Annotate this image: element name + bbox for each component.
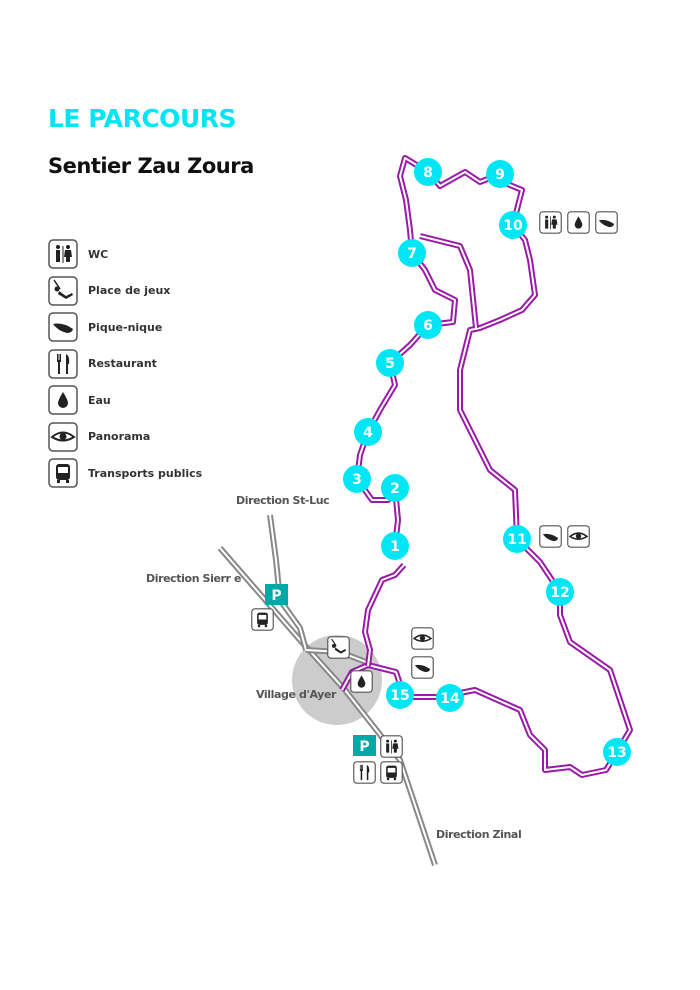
stop-number: 1 <box>390 539 400 555</box>
picnic-icon <box>596 212 617 233</box>
stop-number: 13 <box>607 745 626 761</box>
restaurant-icon <box>354 762 375 783</box>
legend-item-panorama: Panorama <box>48 419 202 456</box>
stop-marker-4: 4 <box>354 418 382 446</box>
stop-circle <box>486 160 514 188</box>
legend-item-water: Eau <box>48 382 202 419</box>
stop-marker-10: 10 <box>499 211 527 239</box>
stop-number: 3 <box>352 472 362 488</box>
route-branch <box>419 235 477 329</box>
svg-text:P: P <box>359 739 369 755</box>
legend-label: Transports publics <box>88 466 203 480</box>
stop-number: 2 <box>390 481 400 497</box>
stop-marker-3: 3 <box>343 465 371 493</box>
stop-number: 5 <box>385 356 395 372</box>
stop-marker-1: 1 <box>381 532 409 560</box>
stop-circle <box>414 158 442 186</box>
stop-marker-9: 9 <box>486 160 514 188</box>
bus-icon <box>252 609 273 630</box>
stop-marker-11: 11 <box>503 525 531 553</box>
stop-number: 4 <box>363 425 373 441</box>
stop-marker-2: 2 <box>381 474 409 502</box>
stop-circle <box>436 684 464 712</box>
legend-item-bus: Transports publics <box>48 455 202 492</box>
water-icon <box>568 212 589 233</box>
legend-label: WC <box>88 247 109 261</box>
panorama-icon <box>412 628 433 649</box>
trail-name: Sentier Zau Zoura <box>48 154 254 178</box>
label-direction-st-luc: Direction St-Luc <box>236 494 329 507</box>
label-direction-sierre: Direction Sierr e <box>146 572 241 585</box>
stop-circle <box>376 349 404 377</box>
stop-circle <box>414 311 442 339</box>
legend-label: Restaurant <box>88 357 157 371</box>
stop-circle <box>603 738 631 766</box>
label-direction-zinal: Direction Zinal <box>436 828 521 841</box>
playground-icon <box>328 637 349 658</box>
page-title: LE PARCOURS <box>48 104 237 133</box>
stop-circle <box>386 681 414 709</box>
legend-item-restaurant: Restaurant <box>48 346 202 383</box>
stop-marker-12: 12 <box>546 578 574 606</box>
stop-circle <box>398 239 426 267</box>
water-icon <box>351 671 372 692</box>
legend-label: Eau <box>88 393 111 407</box>
stop-circle <box>503 525 531 553</box>
stop-number: 15 <box>390 688 409 704</box>
legend-item-picnic: Pique-nique <box>48 309 202 346</box>
trail-route <box>339 155 633 778</box>
stop-number: 6 <box>423 318 433 334</box>
stop-marker-5: 5 <box>376 349 404 377</box>
stop-circle <box>354 418 382 446</box>
legend-label: Pique-nique <box>88 320 163 334</box>
stop-marker-15: 15 <box>386 681 414 709</box>
stop-number: 10 <box>503 218 523 234</box>
legend-label: Place de jeux <box>88 284 171 298</box>
stop-number: 11 <box>507 532 526 548</box>
parking-south: P <box>353 735 376 756</box>
picnic-icon <box>540 526 561 547</box>
legend-item-playground: Place de jeux <box>48 273 202 310</box>
stop-marker-13: 13 <box>603 738 631 766</box>
stop-circle <box>381 532 409 560</box>
wc-icon <box>540 212 561 233</box>
stop-number: 7 <box>407 246 417 262</box>
stop-marker-14: 14 <box>436 684 464 712</box>
legend-label: Panorama <box>88 430 151 444</box>
svg-text:P: P <box>271 588 281 604</box>
stop-marker-7: 7 <box>398 239 426 267</box>
parking-north: P <box>265 584 288 605</box>
legend-item-wc: WC <box>48 236 202 273</box>
stop-number: 9 <box>495 167 505 183</box>
stop-marker-8: 8 <box>414 158 442 186</box>
picnic-icon <box>412 657 433 678</box>
stop-number: 8 <box>423 165 433 181</box>
stop-circle <box>546 578 574 606</box>
route-segment <box>364 564 405 667</box>
bus-icon <box>381 762 402 783</box>
stop-number: 14 <box>440 691 460 707</box>
label-village: Village d'Ayer <box>256 688 337 701</box>
stop-marker-6: 6 <box>414 311 442 339</box>
stop-circle <box>343 465 371 493</box>
panorama-icon <box>568 526 589 547</box>
stop-circle <box>499 211 527 239</box>
stop-number: 12 <box>550 585 569 601</box>
stop-circle <box>381 474 409 502</box>
wc-icon <box>381 736 402 757</box>
legend: WC Place de jeux Pique-nique Restaurant … <box>48 236 202 492</box>
